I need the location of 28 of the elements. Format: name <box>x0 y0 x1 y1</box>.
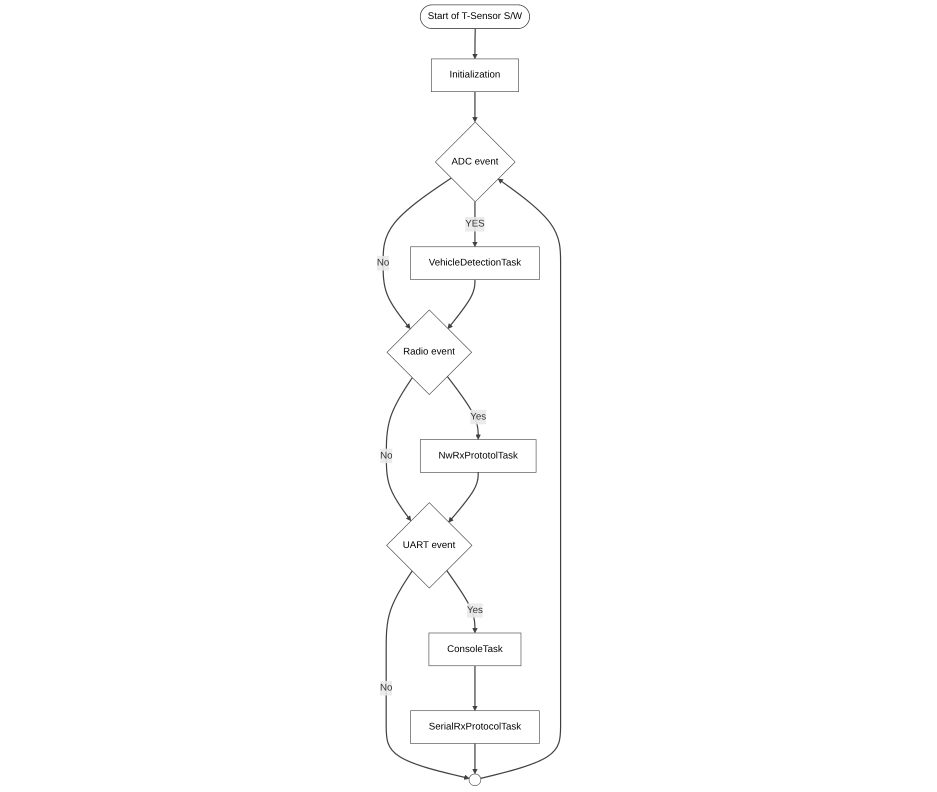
node-box: ConsoleTask <box>428 632 522 666</box>
node-diamond: Radio event <box>386 310 472 396</box>
arrow <box>382 178 452 330</box>
arrow <box>472 202 478 248</box>
edge-label: No <box>380 450 392 461</box>
node-box: Initialization <box>430 58 519 92</box>
arrow <box>448 472 479 523</box>
arrow <box>385 377 412 522</box>
edge-label: No <box>380 682 392 694</box>
edge-label: Yes <box>470 412 486 422</box>
edge-label: No <box>376 258 390 268</box>
arrow <box>472 744 478 774</box>
arrow <box>472 92 478 122</box>
edge-label: YES <box>464 218 484 230</box>
node-circle <box>468 774 481 786</box>
arrow <box>447 280 476 330</box>
arrow <box>472 666 478 711</box>
node-diamond: ADC event <box>434 122 516 202</box>
arrow <box>446 570 478 634</box>
node-box: NwRxPrototolTask <box>420 439 536 473</box>
node-diamond: UART event <box>386 502 472 589</box>
node-box: VehicleDetectionTask <box>410 246 540 280</box>
edge-label: Yes <box>466 605 483 616</box>
arrow <box>385 570 470 780</box>
arrow <box>480 178 561 779</box>
arrow <box>446 376 481 440</box>
arrow <box>472 28 478 60</box>
node-box: SerialRxProtocolTask <box>410 710 540 744</box>
